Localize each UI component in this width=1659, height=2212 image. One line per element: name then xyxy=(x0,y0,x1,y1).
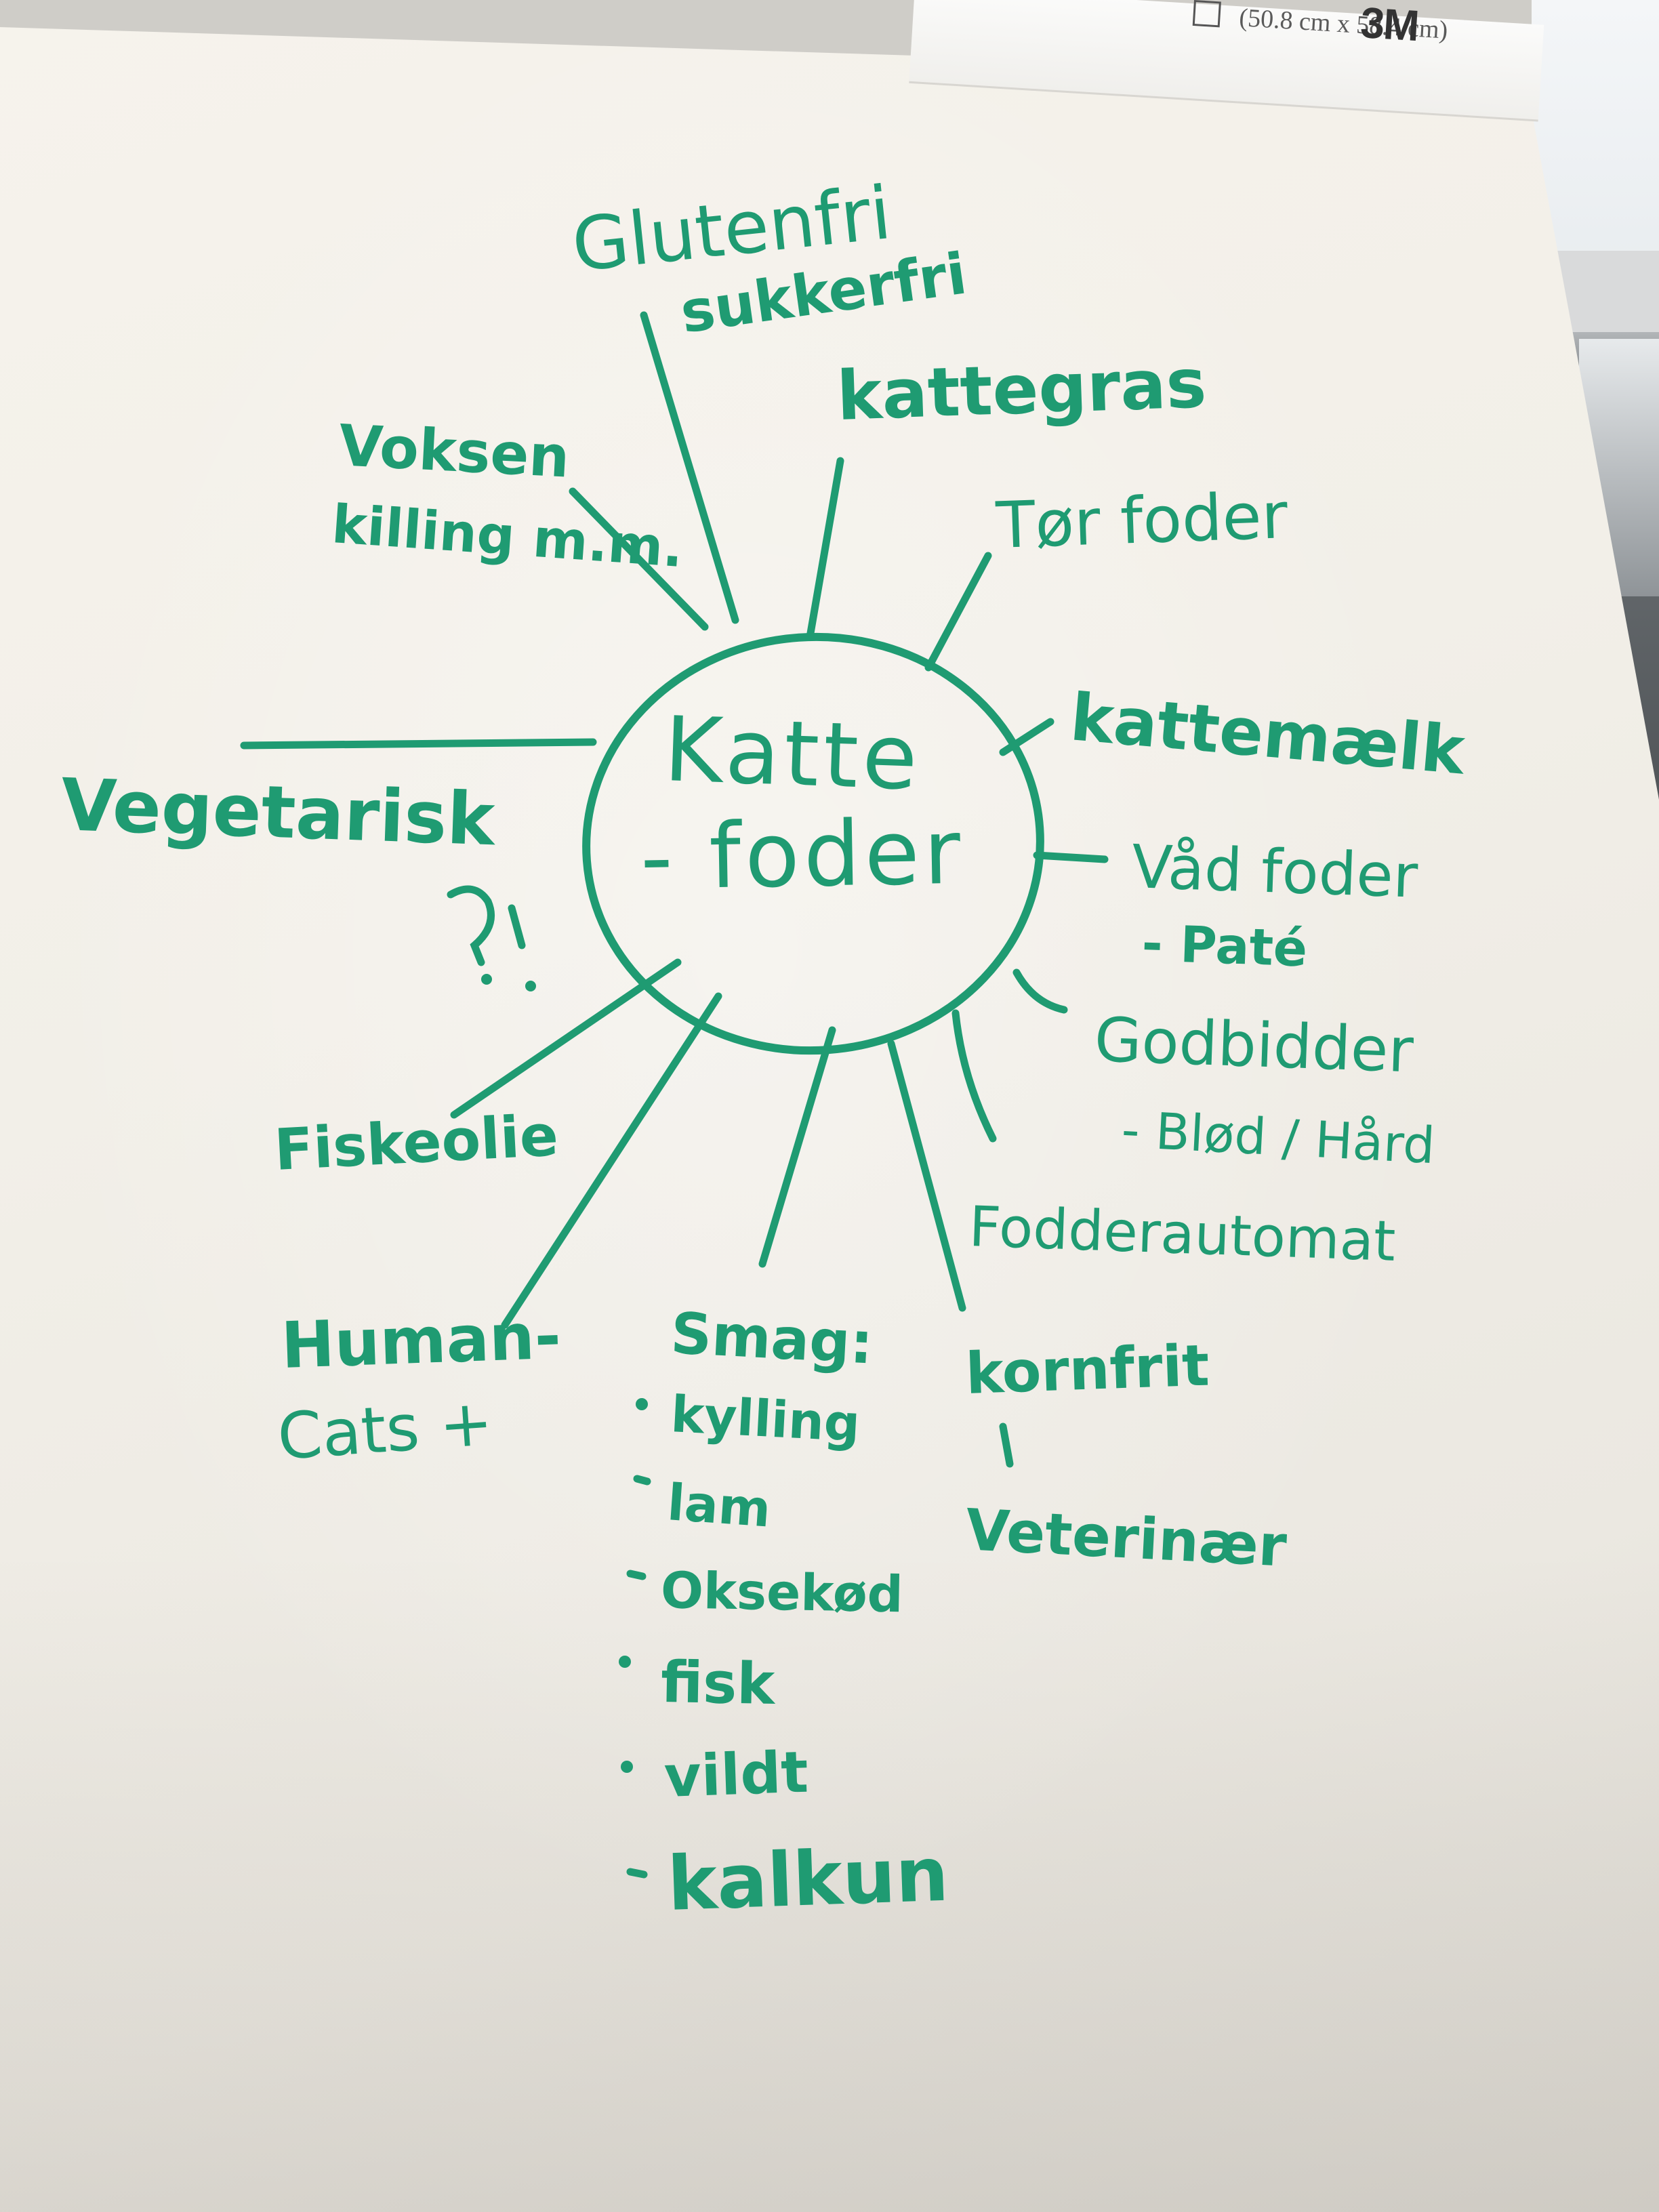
label-kornfrit: kornfrit xyxy=(964,1332,1210,1407)
smag-item-oksekod: Oksekød xyxy=(660,1561,904,1624)
label-voksen: Voksen xyxy=(337,412,571,491)
smag-item-fisk: fisk xyxy=(660,1649,775,1717)
branch-line-smag xyxy=(758,1026,836,1268)
smag-item-kalkun: kalkun xyxy=(665,1830,950,1927)
label-vadfoder: Våd foder xyxy=(1130,832,1419,912)
label-smag: Smag: xyxy=(669,1300,875,1377)
label-vegetarisk: Vegetarisk xyxy=(59,763,497,862)
label-cats-plus: Cats + xyxy=(275,1385,495,1475)
center-label-line2: - foder xyxy=(639,800,966,910)
branch-line-kattemalk xyxy=(999,718,1054,756)
branch-line-torfoder xyxy=(924,552,992,672)
branch-line-kattegras xyxy=(806,457,844,641)
center-label-line1: Katte xyxy=(662,697,924,811)
branch-line-vegetarisk xyxy=(240,738,597,750)
label-human: Human- xyxy=(280,1299,562,1383)
branch-line-vadfoder xyxy=(1033,851,1109,863)
question-mark-stroke-2 xyxy=(508,904,526,949)
label-fodderautomat: Fodderautomat xyxy=(968,1195,1397,1274)
label-kattegras: kattegras xyxy=(835,344,1208,436)
label-torfoder: Tør foder xyxy=(995,479,1289,563)
bullet-oksekod xyxy=(626,1570,647,1580)
question-mark-stroke xyxy=(447,885,495,966)
bullet-vildt xyxy=(621,1761,633,1773)
bullet-kalkun xyxy=(626,1868,648,1879)
question-dot-2 xyxy=(525,981,536,991)
bullet-fisk xyxy=(619,1656,631,1668)
smag-item-lam: lam xyxy=(665,1473,773,1539)
branch-line-humancats xyxy=(501,992,722,1329)
branch-line-fodderautomat xyxy=(951,1009,997,1143)
branch-line-glutenfri xyxy=(640,311,739,624)
branch-line-veterinar xyxy=(999,1422,1014,1468)
label-fiskeolie: Fiskeolie xyxy=(272,1102,560,1183)
smag-item-kylling: kylling xyxy=(669,1385,862,1454)
branch-line-fiskeolie xyxy=(450,958,682,1119)
branch-line-godbidder xyxy=(1012,968,1068,1014)
label-blod-hard: - Blød / Hård xyxy=(1120,1101,1437,1176)
branch-line-kornfrit xyxy=(887,1040,966,1312)
bullet-lam xyxy=(633,1475,651,1486)
branch-line-voksen xyxy=(569,487,709,631)
bullet-kylling xyxy=(636,1398,648,1410)
question-dot-1 xyxy=(481,974,492,985)
label-godbidder: Godbidder xyxy=(1093,1004,1415,1087)
smag-item-vildt: vildt xyxy=(663,1738,810,1810)
label-pate: - Paté xyxy=(1141,914,1309,979)
label-veterinar: Veterinær xyxy=(964,1496,1288,1580)
